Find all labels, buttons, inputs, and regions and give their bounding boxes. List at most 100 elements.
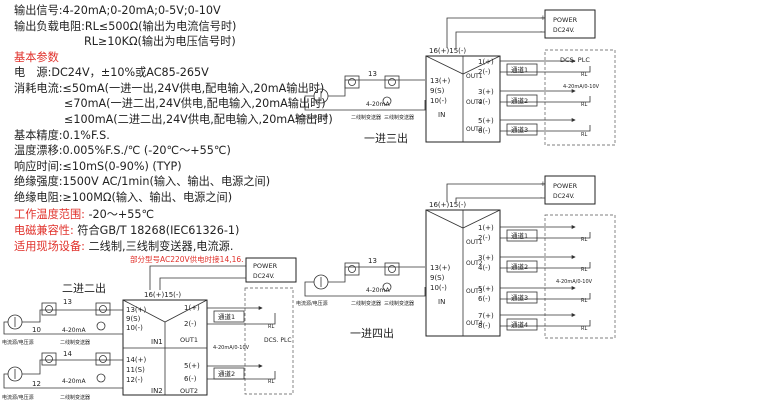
emc-label: 电磁兼容性: (14, 224, 74, 237)
ch1-box (506, 63, 538, 76)
term-2: 2(-) (184, 320, 197, 328)
current-range: 4-20mA (366, 101, 390, 108)
transmitter-3wire-icon (384, 75, 400, 89)
site-label: 适用现场设备: (14, 240, 85, 253)
term-8: 8(-) (478, 322, 491, 330)
ch1-box (506, 229, 538, 242)
wire-ch3-return (500, 293, 591, 300)
dcs-box (244, 287, 294, 395)
term-9: 9(S) (430, 87, 445, 95)
term-9: 9(S) (430, 274, 445, 282)
wire-ch1-return (500, 232, 591, 239)
wire-power-minus (455, 31, 545, 48)
spec-insulation-resistance: 绝缘电阻:≥100MΩ(输入、输出、电源之间) (14, 191, 233, 204)
ch2-box (213, 367, 245, 380)
spec-power: 电 源:DC24V，±10%或AC85-265V (14, 66, 209, 79)
ch2-label: 通道2 (218, 369, 235, 378)
term-3: 3(+) (478, 88, 494, 96)
label-out2: OUT2 (466, 99, 483, 106)
wire-power-plus (149, 265, 246, 290)
wire-ch2-return (500, 262, 591, 269)
power-box (544, 9, 596, 39)
label-in: IN (438, 298, 445, 306)
transmitter-dial-icon (99, 305, 107, 313)
dc24v-label: DC24V. (253, 273, 275, 280)
rl-1: RL (581, 237, 587, 243)
spec-output-signal: 输出信号:4-20mA;0-20mA;0-5V;0-10V (14, 4, 221, 17)
transmitter-meter-icon (382, 282, 392, 292)
rl-2: RL (581, 102, 587, 108)
title-two-in-two-out: 二进二出 (62, 281, 106, 295)
spec-consumption-1: 消耗电流:≤50mA(一进一出,24V供电,配电输入,20mA输出时) (14, 82, 325, 95)
num-14: 14 (63, 350, 72, 358)
wire-power-plus (446, 17, 545, 48)
label-out2: OUT2 (180, 387, 198, 395)
label-out4: OUT4 (466, 320, 483, 327)
wire-power-minus (159, 277, 246, 290)
dcs-label: DCS. PLC (560, 56, 590, 64)
source-caption: 电流源/电压源 (2, 339, 34, 346)
transmitter-dial-icon (348, 78, 356, 86)
input-sources: 13 4-20mA 电流源/电压源 二线制变送器 三线制变送器 (296, 70, 426, 121)
transmitter-caption-3wire: 三线制变送器 (384, 114, 414, 121)
term-10: 10(-) (430, 97, 447, 105)
spec-accuracy: 基本精度:0.1%F.S. (14, 129, 110, 142)
title-one-in-three-out: 一进三出 (364, 131, 408, 145)
label-out3: OUT3 (466, 288, 483, 295)
spec-insulation-strength: 绝缘强度:1500V AC/1min(输入、输出、电源之间) (14, 175, 271, 188)
transmitter-caption-3wire: 三线制变送器 (384, 300, 414, 307)
label-in1: IN1 (151, 338, 163, 346)
ch1-box (213, 310, 245, 323)
wire-ch2-return (500, 96, 591, 103)
terminal-power: 16(+)15(-) (144, 291, 181, 299)
term-9: 9(S) (126, 315, 141, 323)
power-label: POWER (553, 182, 578, 190)
term-11: 11(S) (126, 366, 145, 374)
label-in2: IN2 (151, 387, 163, 395)
term-14: 14(+) (126, 356, 147, 364)
source-caption: 电流源/电压源 (296, 114, 328, 121)
transmitter-2wire-icon (41, 352, 57, 366)
transmitter-dial-icon (45, 305, 53, 313)
wire-ch1-return (500, 66, 591, 73)
source-caption: 电流源/电压源 (2, 394, 34, 401)
ch2-box (506, 94, 538, 107)
output-range: 4-20mA/0-10V (213, 345, 250, 351)
wire-power-plus (446, 183, 545, 202)
dc24v-label: DC24V. (553, 27, 575, 34)
spec-site-devices: 适用现场设备: 二线制,三线制变送器,电流源. (14, 240, 233, 253)
term-6: 6(-) (184, 375, 197, 383)
power-label: POWER (553, 16, 578, 24)
wire-source-plus (328, 79, 425, 97)
wire-source-minus (3, 321, 124, 335)
ch2-label: 通道2 (511, 262, 528, 271)
num-12: 12 (32, 380, 41, 388)
output-range: 4-20mA/0-10V (556, 279, 593, 285)
label-out1: OUT1 (180, 336, 198, 344)
term-1: 1(+) (478, 58, 494, 66)
term-1: 1(+) (478, 224, 494, 232)
spec-consumption-2: ≤70mA(一进二出,24V供电,配电输入,20mA输出时) (64, 97, 326, 110)
transmitter-caption: 二线制变送器 (351, 114, 381, 121)
ch1-label: 通道1 (218, 312, 235, 321)
transmitter-dial-icon (388, 265, 396, 273)
wire-ch1-return (207, 313, 276, 325)
term-5: 5(+) (478, 285, 494, 293)
term-6: 6(-) (478, 127, 491, 135)
transmitter-2wire-icon (344, 75, 360, 89)
term-13: 13(+) (126, 306, 147, 314)
wire-source-minus (304, 281, 426, 297)
current-range: 4-20mA (62, 378, 86, 385)
term-2: 2(-) (478, 68, 491, 76)
diagram-two-in-two-out: 部分型号AC220V供电时接14,16. 二进二出 16(+)15(-) 13(… (2, 254, 297, 401)
ch4-box (506, 318, 538, 331)
diagram-one-in-four-out: 16(+)15(-) 13(+) 9(S) 10(-) IN 1(+) 2(-)… (296, 175, 616, 340)
wire-source-plus (328, 266, 425, 283)
label-out2: OUT2 (466, 260, 483, 267)
emc-value: 符合GB/T 18268(IEC61326-1) (73, 224, 240, 237)
title-one-in-four-out: 一进四出 (350, 326, 394, 340)
spec-work-temp: 工作温度范围: -20～+55℃ (14, 208, 154, 221)
ch3-box (506, 291, 538, 304)
input-sources-1: 13 10 4-20mA 电流源/电压源 二线制变送器 (2, 298, 124, 346)
